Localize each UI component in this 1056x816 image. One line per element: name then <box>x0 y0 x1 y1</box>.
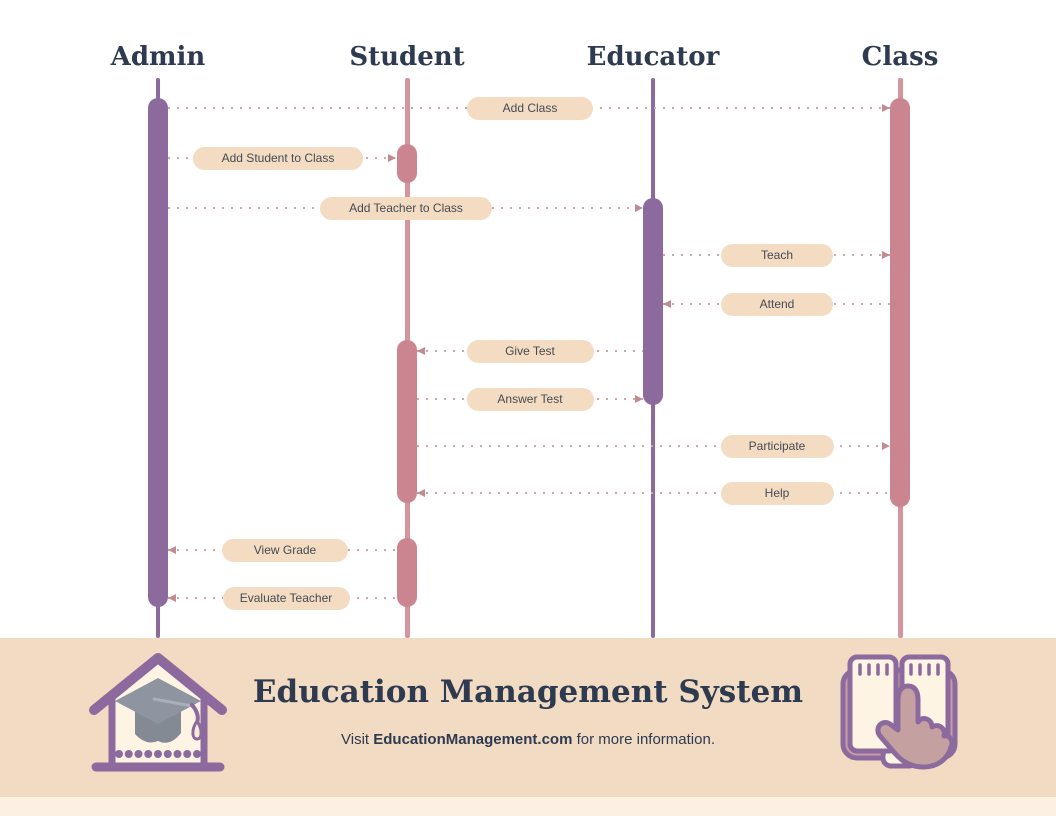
activation-bar-educator <box>643 198 663 405</box>
actor-label-class: Class <box>861 42 939 72</box>
message-arrowhead-right <box>882 442 890 450</box>
message-label: View Grade <box>222 538 348 562</box>
message-arrowhead-right <box>388 154 396 162</box>
actor-label-admin: Admin <box>110 42 206 72</box>
school-house-graduation-cap-icon <box>89 653 227 772</box>
bottom-strip <box>0 797 1056 816</box>
message-arrowhead-right <box>882 104 890 112</box>
message-label: Help <box>720 481 834 505</box>
activation-bar-student <box>397 538 417 607</box>
message-arrowhead-left <box>663 300 671 308</box>
activation-bar-student <box>397 340 417 503</box>
message-label: Attend <box>721 292 833 316</box>
footer-title: Education Management System <box>252 674 804 710</box>
activation-bar-student <box>397 144 417 183</box>
message-arrowhead-left <box>168 546 176 554</box>
message-label: Add Teacher to Class <box>320 196 492 220</box>
message-label: Add Class <box>467 96 593 120</box>
message-label: Participate <box>720 434 834 458</box>
message-arrowhead-right <box>882 251 890 259</box>
message-label: Add Student to Class <box>193 146 363 170</box>
message-arrowhead-left <box>417 347 425 355</box>
subtitle-domain: EducationManagement.com <box>373 731 573 748</box>
message-label: Evaluate Teacher <box>222 586 350 610</box>
message-arrowhead-right <box>635 395 643 403</box>
footer-subtitle: Visit EducationManagement.com for more i… <box>0 731 1056 748</box>
subtitle-suffix: for more information. <box>572 731 715 748</box>
message-arrowhead-right <box>635 204 643 212</box>
message-arrowhead-left <box>168 594 176 602</box>
activation-bar-admin <box>148 98 168 607</box>
message-arrowhead-left <box>417 489 425 497</box>
message-label: Teach <box>721 243 833 267</box>
message-label: Answer Test <box>466 387 594 411</box>
message-line-8 <box>417 492 890 495</box>
actor-label-student: Student <box>349 42 465 72</box>
message-label: Give Test <box>466 339 594 363</box>
footer-banner: Education Management System Visit Educat… <box>0 638 1056 797</box>
activation-bar-class <box>890 98 910 507</box>
actor-label-educator: Educator <box>586 42 720 72</box>
message-line-7 <box>417 445 890 448</box>
open-book-pointer-hand-icon <box>840 654 958 770</box>
subtitle-prefix: Visit <box>341 731 374 748</box>
